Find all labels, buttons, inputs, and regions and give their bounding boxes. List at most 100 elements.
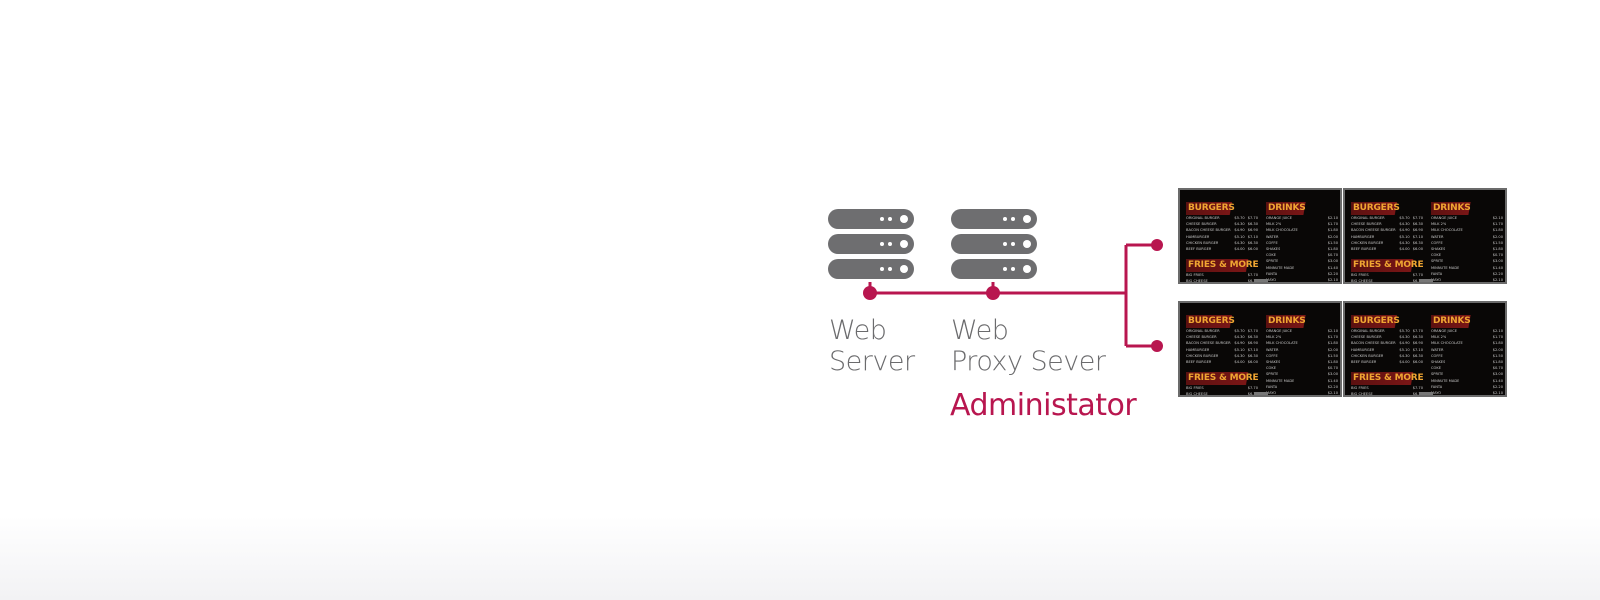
menu-row: MINNUTE MADE$1.40 xyxy=(1431,378,1503,384)
menu-item-price: $1.40 xyxy=(1327,265,1338,270)
menu-row: WATER$2.00 xyxy=(1266,234,1338,240)
menu-item-price-combo: $6.00 xyxy=(1412,247,1423,252)
menu-item-price: $1.50 xyxy=(1327,353,1338,358)
menu-item-price: $1.80 xyxy=(1492,341,1503,346)
drinks-header: DRINKS xyxy=(1431,202,1485,215)
menu-row: CHICKEN BURGER$4.30$6.30 xyxy=(1186,240,1258,246)
menu-item-name: SHAKES xyxy=(1431,360,1446,365)
menu-item-price-combo: $6.90 xyxy=(1412,228,1423,233)
menu-item-price: $3.00 xyxy=(1327,259,1338,264)
menu-row: BACON CHEESE BURGER$4.90$6.90 xyxy=(1186,340,1258,346)
menu-row: BIG FRIES$7.70 xyxy=(1186,385,1258,391)
menu-item-price: $7.70 xyxy=(1412,273,1423,278)
menu-item-name: ORIGINAL BURGER xyxy=(1351,216,1385,220)
menu-row: MILK CHOCOLATE $1.80 xyxy=(1431,340,1503,346)
menu-item-name: SHAKES xyxy=(1266,247,1281,252)
menu-item-price-single: $4.30 xyxy=(1234,353,1245,358)
menu-item-price-combo: $7.70 xyxy=(1412,216,1423,220)
menu-item-price-combo: $6.30 xyxy=(1412,240,1423,245)
menu-item-name: MAYO xyxy=(1266,391,1277,396)
menu-item-price: $4.00$6.00 xyxy=(1399,246,1423,252)
menu-row: MILK CHOCOLATE$1.80 xyxy=(1266,227,1338,233)
menu-row: BACON CHEESE BURGER$4.90$6.90 xyxy=(1351,227,1423,233)
menu-item-price: $0.70 xyxy=(1327,366,1338,371)
menu-item-name: BEEF BURGER xyxy=(1351,360,1377,365)
menu-row: MAYO$2.10 xyxy=(1431,390,1503,395)
menu-item-name: WATER xyxy=(1431,234,1444,239)
menu-row: SPRITE $3.00 xyxy=(1266,258,1338,264)
burgers-header: BURGERS xyxy=(1351,202,1414,215)
menu-row: BEEF BURGER $4.00$6.00 xyxy=(1351,246,1423,252)
proxy-server-label-line1: Web xyxy=(951,315,1009,346)
menu-row: MINNUTE MADE$1.40 xyxy=(1266,265,1338,271)
menu-row: WATER$2.00 xyxy=(1266,347,1338,353)
menu-row: MINNUTE MADE$1.40 xyxy=(1266,378,1338,384)
menu-item-price: $5.10$7.10 xyxy=(1399,234,1423,240)
menu-item-name: ORANGE JUICE xyxy=(1266,329,1293,333)
menu-item-price-combo: $6.30 xyxy=(1247,335,1258,340)
menu-row: ORANGE JUICE$2.10 xyxy=(1266,328,1338,334)
menu-item-price: $4.30$6.30 xyxy=(1399,240,1423,246)
menu-item-name: BACON CHEESE BURGER xyxy=(1186,341,1231,346)
menu-row: SHAKES$1.80 xyxy=(1431,246,1503,252)
menu-item-name: COFFE xyxy=(1266,240,1278,245)
menu-item-price: $6.30 xyxy=(1247,392,1258,397)
menu-row: MILK 2%$1.70 xyxy=(1431,221,1503,227)
drinks-header: DRINKS xyxy=(1266,202,1320,215)
menu-row: MINNUTE MADE$1.40 xyxy=(1431,265,1503,271)
menu-item-price-combo: $7.10 xyxy=(1412,234,1423,239)
menu-item-name: COFFE xyxy=(1266,353,1278,358)
menu-item-price-combo: $6.30 xyxy=(1247,353,1258,358)
menu-item-name: COKE xyxy=(1431,366,1441,371)
menu-item-price: $0.70 xyxy=(1327,253,1338,258)
menu-item-name: BEEF BURGER xyxy=(1351,247,1377,252)
menu-row: BIG FRIES$7.70 xyxy=(1351,385,1423,391)
menu-item-price: $7.70 xyxy=(1412,386,1423,391)
menu-item-price-single: $5.70 xyxy=(1399,216,1410,220)
menu-item-name: ORANGE JUICE xyxy=(1431,329,1458,333)
display-node-bottom xyxy=(1151,340,1163,352)
menu-item-price-single: $4.00 xyxy=(1399,360,1410,365)
menu-row: COFFE$1.50 xyxy=(1431,353,1503,359)
burgers-header: BURGERS xyxy=(1351,315,1414,328)
menu-item-name: CHICKEN BURGER xyxy=(1186,240,1219,245)
menu-item-price: $4.30$6.30 xyxy=(1234,334,1258,340)
menu-item-name: CHICKEN BURGER xyxy=(1186,353,1219,358)
menu-item-name: MILK CHOCOLATE xyxy=(1431,341,1463,346)
burgers-header: BURGERS xyxy=(1186,202,1249,215)
fries-header: FRIES & MORE xyxy=(1351,372,1438,386)
menu-item-name: MILK CHOCOLATE xyxy=(1266,341,1298,346)
menu-item-price: $0.70 xyxy=(1492,366,1503,371)
menu-item-price: $2.00 xyxy=(1492,347,1503,352)
menu-row: ORANGE JUICE$2.10 xyxy=(1431,215,1503,221)
menu-item-price: $1.80 xyxy=(1327,360,1338,365)
menu-row: COFFE $1.50 xyxy=(1266,353,1338,359)
menu-row: FANTA$2.20 xyxy=(1266,271,1338,277)
menu-item-name: MILK CHOCOLATE xyxy=(1266,228,1298,233)
menu-item-price-combo: $7.70 xyxy=(1247,216,1258,220)
web-server-label: Web Server xyxy=(829,315,915,377)
menu-item-price-combo: $6.90 xyxy=(1247,341,1258,346)
menu-item-price-single: $4.90 xyxy=(1234,341,1245,346)
menu-item-price: $1.50 xyxy=(1492,353,1503,358)
menu-item-name: BEEF BURGER xyxy=(1186,247,1212,252)
display-stand xyxy=(1254,392,1268,395)
menu-item-price: $4.90$6.90 xyxy=(1234,227,1258,233)
menu-item-name: ORANGE JUICE xyxy=(1431,216,1458,220)
menu-row: WATER$2.00 xyxy=(1431,347,1503,353)
menu-item-price-single: $4.00 xyxy=(1399,247,1410,252)
menu-item-name: SPRITE xyxy=(1266,259,1279,264)
menu-item-price-combo: $6.30 xyxy=(1247,222,1258,227)
menu-item-price-combo: $6.30 xyxy=(1412,222,1423,227)
menu-item-name: CHEESE BURGER xyxy=(1351,335,1382,340)
menu-row: CHICKEN BURGER $4.30$6.30 xyxy=(1186,353,1258,359)
menu-item-price: $0.70 xyxy=(1492,253,1503,258)
menu-item-price-single: $4.30 xyxy=(1399,240,1410,245)
menu-item-price-single: $4.30 xyxy=(1399,222,1410,227)
menu-item-price: $2.10 xyxy=(1327,278,1338,283)
menu-row: ORIGINAL BURGER$5.70$7.70 xyxy=(1186,328,1258,334)
proxy-server-label-line2: Proxy Sever xyxy=(951,346,1106,377)
menu-item-price-single: $4.30 xyxy=(1234,335,1245,340)
